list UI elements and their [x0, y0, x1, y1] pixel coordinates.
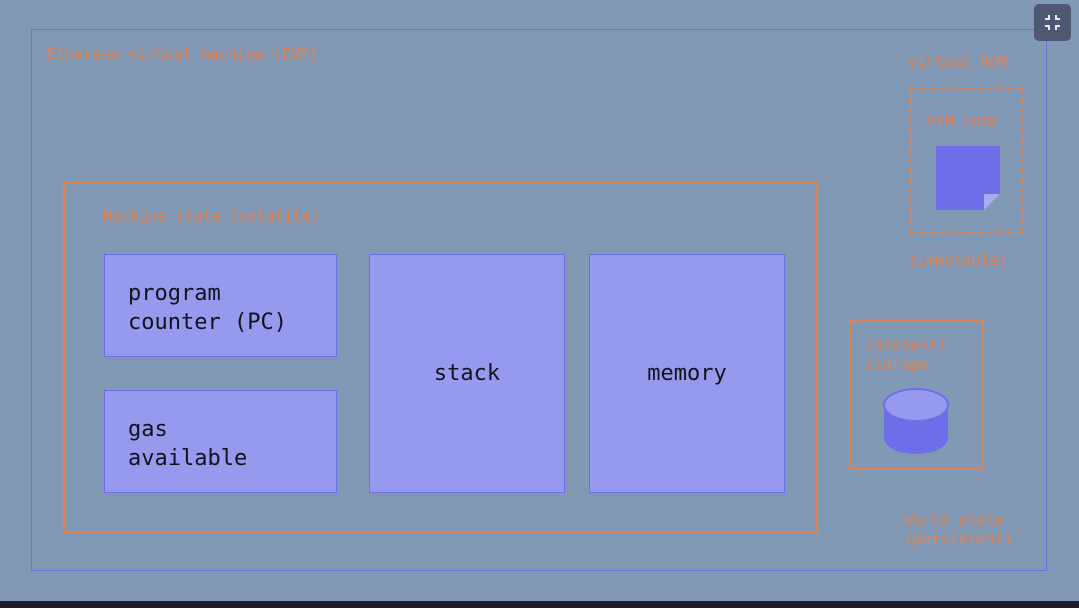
- exit-fullscreen-icon: [1045, 15, 1060, 30]
- machine-state-container: [63, 182, 818, 533]
- immutable-label: (immutable): [908, 251, 1008, 269]
- virtual-rom-label: virtual ROM: [908, 53, 1008, 71]
- memory-block: memory: [589, 254, 785, 493]
- evm-title: Ethereum virtual machine (EVM): [47, 45, 318, 63]
- evm-container: [31, 29, 1047, 571]
- program-counter-block: program counter (PC): [104, 254, 337, 357]
- evm-code-label: EVM code: [927, 112, 1000, 130]
- machine-state-title: Machine state (volatile): [103, 207, 320, 225]
- storage-container: [849, 320, 984, 470]
- gas-available-label: gas available: [128, 417, 248, 471]
- account-storage-label: (account) storage: [865, 336, 947, 373]
- stack-block: stack: [369, 254, 565, 493]
- virtual-rom-container: [910, 87, 1023, 234]
- document-icon: [936, 146, 1000, 210]
- memory-label: memory: [647, 361, 727, 386]
- gas-available-block: gas available: [104, 390, 337, 493]
- exit-fullscreen-button[interactable]: [1034, 4, 1071, 41]
- bottom-bar: [0, 601, 1079, 608]
- database-icon: [883, 388, 949, 454]
- stack-label: stack: [433, 361, 501, 386]
- program-counter-label: program counter (PC): [128, 281, 287, 335]
- world-state-label: World state (persistent): [904, 511, 1013, 548]
